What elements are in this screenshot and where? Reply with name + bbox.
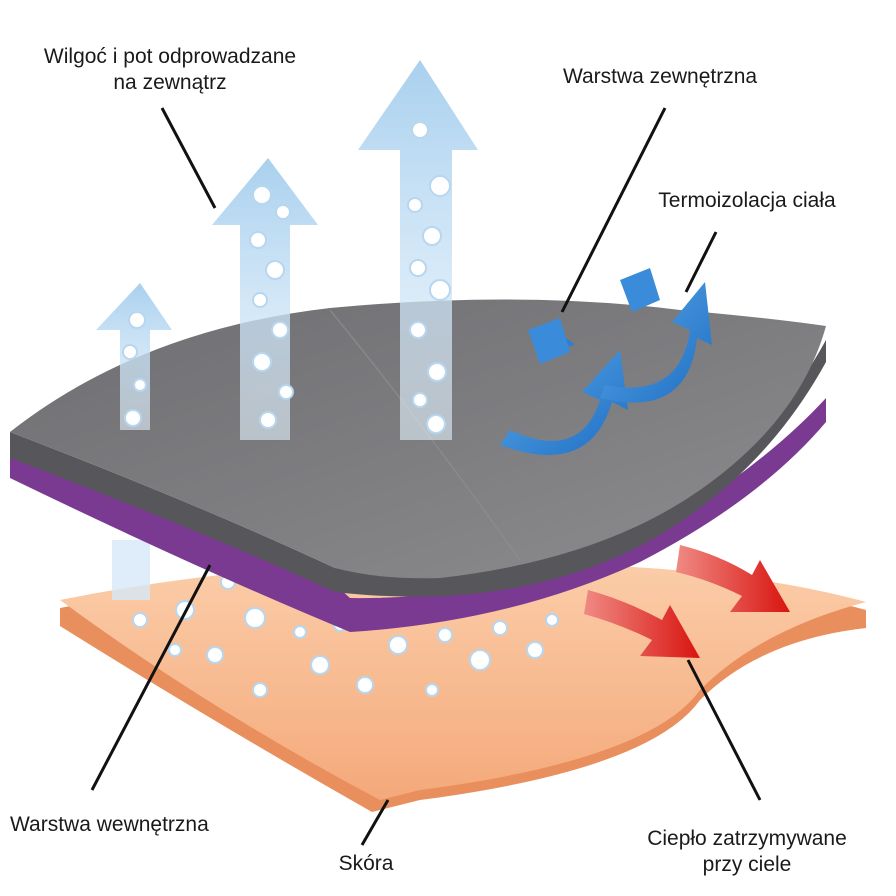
moisture-arrow-medium bbox=[212, 158, 318, 440]
moisture-arrow-large bbox=[358, 60, 478, 440]
moisture-arrow-small bbox=[96, 283, 172, 430]
outer-layer-label: Warstwa zewnętrzna bbox=[562, 65, 758, 88]
heat-arrow-lower bbox=[584, 590, 700, 658]
inner-layer-label: Warstwa wewnętrzna bbox=[10, 813, 209, 836]
moisture-label-line1: Wilgoć i pot odprowadzane bbox=[43, 45, 297, 68]
skin-label: Skóra bbox=[338, 852, 394, 875]
heat-label: Ciepło zatrzymywane przy ciele bbox=[612, 826, 882, 878]
insulation-arrow-left bbox=[500, 318, 628, 455]
heat-arrow-upper bbox=[676, 545, 790, 612]
heat-label-line1: Ciepło zatrzymywane bbox=[647, 827, 847, 850]
insulation-arrow-right bbox=[600, 268, 712, 403]
thermal-insulation-label: Termoizolacja ciała bbox=[658, 189, 836, 212]
moisture-label: Wilgoć i pot odprowadzane na zewnątrz bbox=[10, 44, 330, 96]
leader-lines bbox=[90, 107, 762, 846]
moisture-column-lower bbox=[112, 540, 150, 600]
moisture-label-line2: na zewnątrz bbox=[113, 71, 227, 94]
heat-label-line2: przy ciele bbox=[702, 853, 792, 876]
